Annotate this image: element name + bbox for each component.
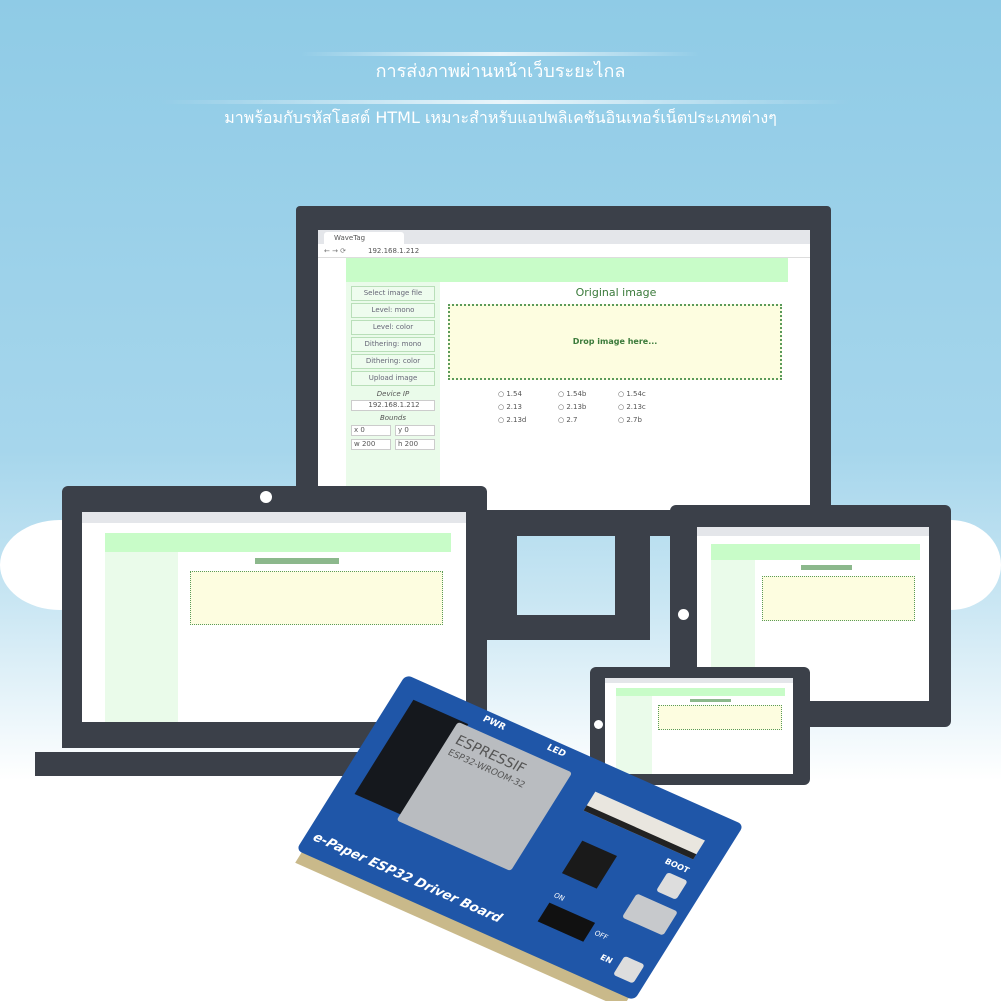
phone [590, 667, 810, 785]
on-label: ON [552, 891, 567, 903]
off-label: OFF [592, 929, 610, 942]
browser-tab[interactable]: WaveTag [324, 232, 404, 244]
upload-image-button[interactable]: Upload image [351, 371, 435, 386]
mock-tab-bar [605, 678, 793, 683]
level-mono-button[interactable]: Level: mono [351, 303, 435, 318]
home-button[interactable] [594, 720, 603, 729]
display-size-radio[interactable]: ○ 2.13b [558, 403, 587, 411]
mock-drop-zone [761, 575, 916, 621]
display-size-radio[interactable]: ○ 2.7 [558, 416, 578, 424]
level-color-button[interactable]: Level: color [351, 320, 435, 335]
en-label: EN [598, 952, 615, 966]
bounds-w[interactable]: w 200 [351, 439, 391, 450]
display-size-radio[interactable]: ○ 1.54 [498, 390, 522, 398]
browser-window: WaveTag ← → ⟳ 192.168.1.212 Select image … [318, 230, 810, 510]
browser-mockup [82, 512, 466, 722]
dithering-mono-button[interactable]: Dithering: mono [351, 337, 435, 352]
radio-label: 2.13 [506, 403, 522, 411]
camera-dot [260, 491, 272, 503]
mock-panel [616, 696, 652, 774]
radio-label: 2.13d [506, 416, 527, 424]
mock-drop-zone [189, 570, 443, 626]
mock-title [801, 565, 853, 571]
display-size-radio[interactable]: ○ 1.54b [558, 390, 587, 398]
radio-label: 2.13b [566, 403, 587, 411]
nav-icons[interactable]: ← → ⟳ [324, 247, 347, 255]
radio-label: 1.54 [506, 390, 522, 398]
led-label: LED [544, 742, 568, 760]
mock-title [254, 558, 340, 565]
boot-button[interactable] [655, 872, 688, 900]
select-image-button[interactable]: Select image file [351, 286, 435, 301]
device-ip-label: Device IP [376, 390, 410, 398]
dithering-color-button[interactable]: Dithering: color [351, 354, 435, 369]
headline-line1: การส่งภาพผ่านหน้าเว็บระยะไกล [375, 61, 626, 82]
address-bar[interactable]: ← → ⟳ 192.168.1.212 [318, 244, 810, 258]
mock-drop-zone [657, 704, 782, 730]
bounds-h[interactable]: h 200 [395, 439, 435, 450]
mock-title [689, 699, 731, 702]
url: 192.168.1.212 [368, 247, 420, 255]
radio-label: 2.13c [626, 403, 646, 411]
browser-mockup [605, 678, 793, 774]
home-button[interactable] [678, 609, 689, 620]
mock-tab-bar [82, 512, 466, 523]
headline-line2: มาพร้อมกับรหัสโฮสต์ HTML เหมาะสำหรับแอปพ… [224, 108, 777, 127]
pwr-label: PWR [480, 714, 508, 733]
headline-bar [300, 52, 700, 56]
display-size-radio[interactable]: ○ 2.13 [498, 403, 522, 411]
original-image-title: Original image [575, 286, 657, 299]
radio-label: 1.54b [566, 390, 587, 398]
display-size-radio[interactable]: ○ 2.7b [618, 416, 642, 424]
monitor-screen: WaveTag ← → ⟳ 192.168.1.212 Select image … [318, 230, 810, 510]
mock-header [105, 533, 451, 552]
display-size-radio[interactable]: ○ 2.13d [498, 416, 527, 424]
en-button[interactable] [612, 955, 645, 984]
mock-header [710, 544, 920, 561]
bounds-label: Bounds [379, 414, 407, 422]
control-panel: Select image file Level: mono Level: col… [346, 282, 440, 510]
page-header [346, 258, 788, 282]
headline-bar [160, 100, 850, 104]
display-size-radio[interactable]: ○ 1.54c [618, 390, 646, 398]
radio-label: 2.7 [566, 416, 578, 424]
tablet [670, 505, 951, 727]
mock-panel [105, 551, 178, 722]
bounds-y[interactable]: y 0 [395, 425, 435, 436]
mock-header [616, 687, 786, 697]
device-ip-input[interactable]: 192.168.1.212 [351, 400, 435, 411]
radio-label: 1.54c [626, 390, 646, 398]
display-size-radio[interactable]: ○ 2.13c [618, 403, 646, 411]
micro-usb-port[interactable] [621, 893, 678, 936]
tab-bar: WaveTag [318, 230, 810, 244]
monitor-stand-base [487, 615, 650, 640]
monitor: WaveTag ← → ⟳ 192.168.1.212 Select image … [296, 206, 831, 536]
phone-screen [605, 678, 793, 774]
bounds-x[interactable]: x 0 [351, 425, 391, 436]
usb-chip [561, 840, 618, 889]
radio-label: 2.7b [626, 416, 642, 424]
mock-tab-bar [697, 527, 929, 536]
drop-zone[interactable]: Drop image here... [448, 304, 782, 380]
dip-switch[interactable] [537, 902, 596, 942]
